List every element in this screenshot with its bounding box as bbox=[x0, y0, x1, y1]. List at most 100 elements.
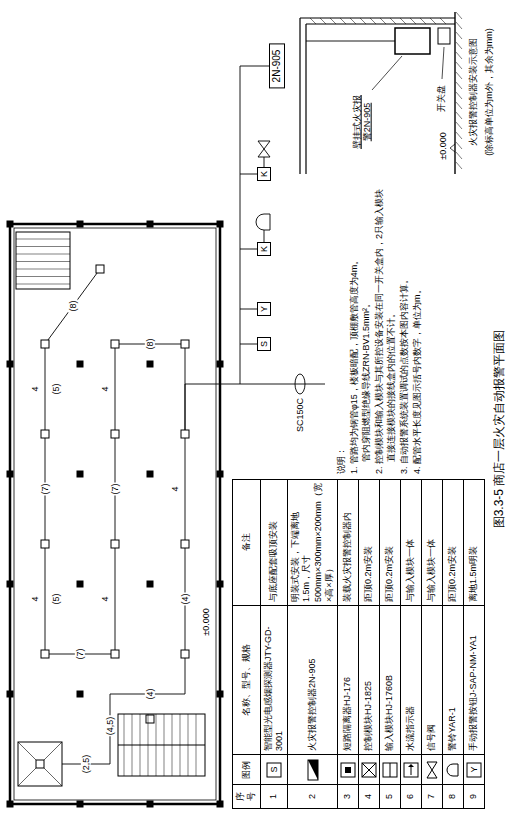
table-header: 备注 bbox=[233, 480, 261, 606]
symbol-holder bbox=[445, 759, 461, 781]
symbol-holder bbox=[361, 759, 377, 781]
legend-symbol bbox=[424, 759, 440, 781]
note-line: 4. 配管水平长度见图示括号内数字，单位为m。 bbox=[411, 186, 424, 474]
module-box: K bbox=[257, 167, 271, 181]
legend-symbol bbox=[445, 759, 461, 781]
table-cell: 6 bbox=[401, 785, 422, 809]
box-text: Y bbox=[259, 306, 269, 312]
wire-length: (4,5) bbox=[105, 716, 115, 737]
part-label: 壁挂式火灾报警2N-905 bbox=[352, 92, 373, 152]
wire-length: (4) bbox=[180, 593, 190, 606]
notes-block: 说明：1. 管路均为钢管φ15，楼板暗配，顶棚敷管高度为4m。管内穿阻燃型绝缘导… bbox=[335, 186, 423, 474]
table-cell: 距顶0.2m安装 bbox=[380, 480, 401, 606]
symbol-holder bbox=[340, 759, 356, 781]
symbol-cell bbox=[443, 755, 464, 785]
table-cell: 7 bbox=[422, 785, 443, 809]
table-cell: 8 bbox=[443, 785, 464, 809]
box-text: 2N-905 bbox=[271, 50, 282, 83]
table-cell: 5 bbox=[380, 785, 401, 809]
table-cell: 与底座配套吸顶安装 bbox=[260, 480, 288, 606]
figure-note: (除标高单位为m外，其余为mm) bbox=[484, 28, 494, 156]
table-cell: 明装式安装，下端离地1.5m，尺寸500mm×300mm×200mm（宽×高×厚… bbox=[288, 480, 338, 606]
symbol-holder bbox=[424, 759, 440, 781]
table-header: 名称、型号、规格 bbox=[233, 605, 261, 754]
conduit-label: SC150C bbox=[295, 398, 305, 432]
table-cell: 与输入模块一体 bbox=[422, 480, 443, 606]
table-cell: 3 bbox=[338, 785, 359, 809]
legend-table: 序号图例名称、型号、规格备注 1 S 智能型光电感烟探测器JTY-GD-3001与底座… bbox=[232, 479, 485, 809]
wire-count: 4 bbox=[100, 596, 110, 601]
wire-count: 4 bbox=[30, 386, 40, 391]
wire-length: (8) bbox=[145, 338, 155, 351]
table-cell: 离地1.5m明装 bbox=[464, 480, 485, 606]
note-line: 管内穿阻燃型绝缘导线ZRN-BV1.5mm²。 bbox=[360, 186, 373, 474]
wire-length: (4) bbox=[145, 688, 155, 701]
part-label: 开关盘 bbox=[436, 85, 446, 112]
note-line: 3. 自动报警系统装置调试的点数按本图内容计算。 bbox=[398, 186, 411, 474]
table-header: 图例 bbox=[233, 755, 261, 785]
note-line: 2. 控制模块和输入模块与其所控设备安装在同一开关盒内，2只输入模块 bbox=[373, 186, 386, 474]
symbol-cell bbox=[401, 755, 422, 785]
symbol-cell bbox=[288, 755, 338, 785]
table-cell: 装载火灾报警控制器内 bbox=[338, 480, 359, 606]
box-text: K bbox=[259, 171, 269, 177]
symbol-cell bbox=[422, 755, 443, 785]
controller-box: 2N-905 bbox=[269, 44, 285, 89]
elevation-mark: ±0.000 bbox=[201, 608, 211, 635]
wire-length: (7) bbox=[110, 483, 120, 496]
riser-diagram bbox=[240, 66, 305, 394]
table-cell: 智能型光电感烟探测器JTY-GD-3001 bbox=[260, 605, 288, 754]
legend-symbol bbox=[403, 759, 419, 781]
table-cell: 9 bbox=[464, 785, 485, 809]
box-text: S bbox=[259, 341, 269, 347]
legend-symbol bbox=[382, 759, 398, 781]
table-cell: 信号阀 bbox=[422, 605, 443, 754]
wire-length: (7) bbox=[40, 483, 50, 496]
notes-heading: 说明： bbox=[335, 186, 348, 474]
table-cell: 距顶0.2m安装 bbox=[359, 480, 380, 606]
symbol-cell: S bbox=[260, 755, 288, 785]
note-line: 1. 管路均为钢管φ15，楼板暗配，顶棚敷管高度为4m。 bbox=[348, 186, 361, 474]
figure-title: 图3.3-5 商店一层火灾自动报警平面图 bbox=[493, 330, 507, 529]
symbol-cell bbox=[380, 755, 401, 785]
elevation-mark: ±0.000 bbox=[438, 132, 448, 159]
symbol-holder: Y bbox=[466, 759, 482, 781]
symbol-holder bbox=[403, 759, 419, 781]
table-cell: 4 bbox=[359, 785, 380, 809]
symbol-holder bbox=[382, 759, 398, 781]
symbol-cell: Y bbox=[464, 755, 485, 785]
wire-length: (7) bbox=[75, 648, 85, 661]
legend-symbol bbox=[340, 759, 356, 781]
symbol-cell bbox=[359, 755, 380, 785]
box-text: K bbox=[259, 246, 269, 252]
symbol-holder bbox=[305, 759, 321, 781]
installation-section bbox=[300, 12, 455, 174]
table-cell: 火灾报警控制器2N-905 bbox=[288, 605, 338, 754]
wire-length: (5) bbox=[51, 594, 61, 605]
symbol-cell bbox=[338, 755, 359, 785]
floor-hatch bbox=[310, 12, 462, 169]
module-box: S bbox=[257, 337, 271, 351]
table-header: 序号 bbox=[233, 785, 261, 809]
wire-length: (5) bbox=[51, 384, 61, 395]
module-box: K bbox=[257, 242, 271, 256]
table-cell: 水流指示器 bbox=[401, 605, 422, 754]
wire-count: 4 bbox=[30, 596, 40, 601]
table-cell: 2 bbox=[288, 785, 338, 809]
legend-symbol bbox=[305, 759, 321, 781]
wire-count: 4 bbox=[170, 486, 180, 491]
module-box: Y bbox=[257, 302, 271, 316]
legend-symbol bbox=[361, 759, 377, 781]
symbol-letter: Y bbox=[468, 759, 480, 781]
wire-count: 4 bbox=[100, 386, 110, 391]
symbol-letter: S bbox=[268, 759, 280, 781]
table-cell: 警铃YAR-1 bbox=[443, 605, 464, 754]
table-cell: 控制模块HJ-1825 bbox=[359, 605, 380, 754]
wire-length: (8) bbox=[68, 300, 78, 313]
table-cell: 1 bbox=[260, 785, 288, 809]
symbol-holder: S bbox=[266, 759, 282, 781]
table-cell: 与输入模块一体 bbox=[401, 480, 422, 606]
table-cell: 手动报警按钮J-SAP-NM-YA1 bbox=[464, 605, 485, 754]
table-cell: 短路隔离器HJ-176 bbox=[338, 605, 359, 754]
